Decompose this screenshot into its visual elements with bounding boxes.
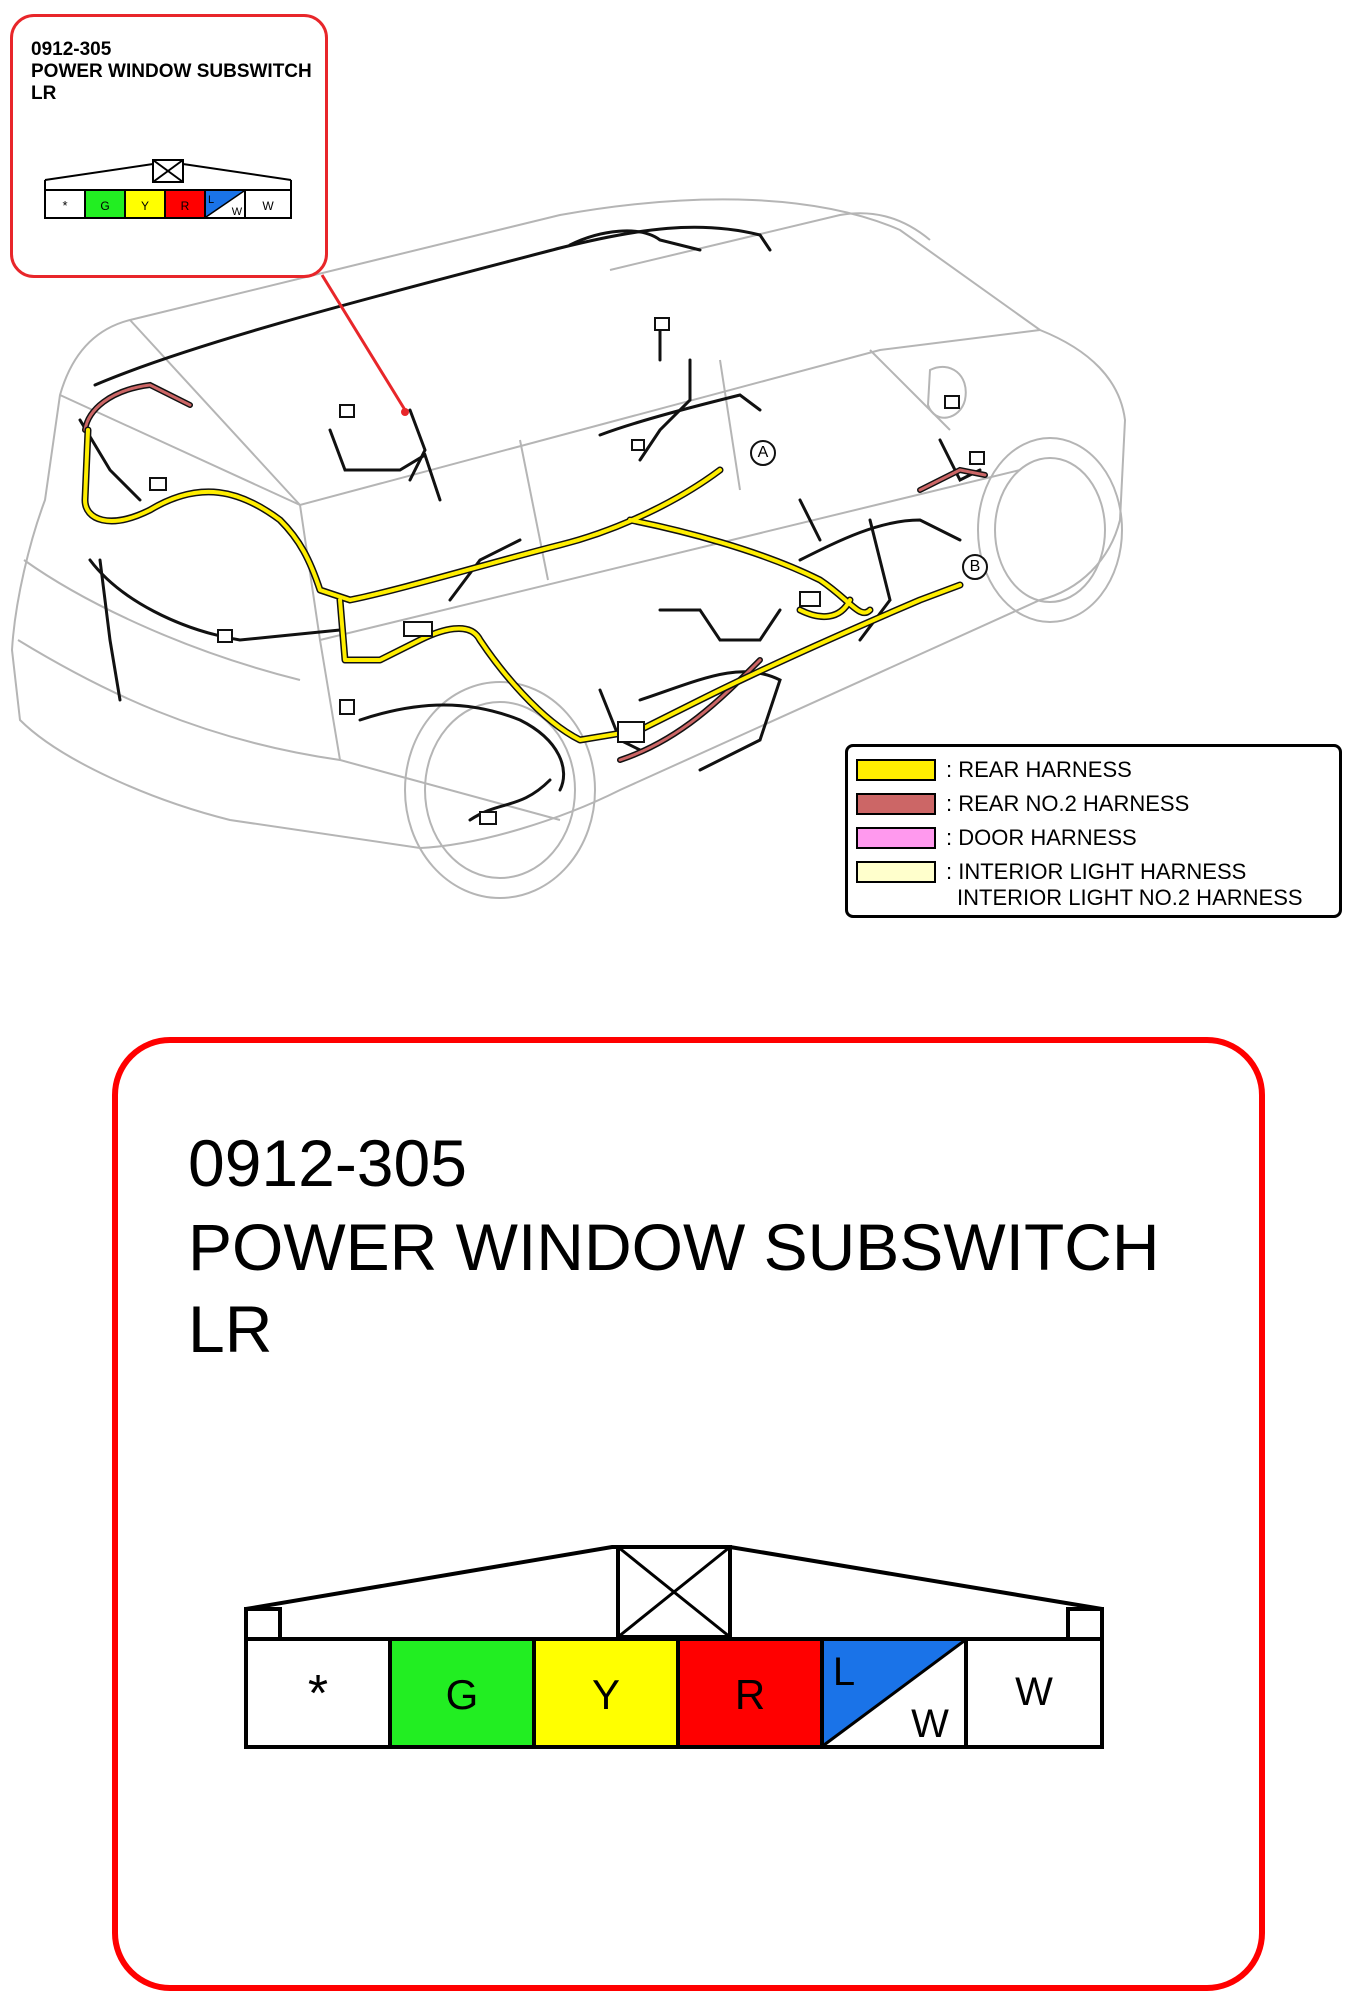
pin6-label: W [1015,1670,1053,1714]
callout-leader-line [320,274,409,416]
legend-swatch-red-brown [856,793,936,815]
pin6-label-small: W [262,199,274,213]
legend-label-line2: INTERIOR LIGHT NO.2 HARNESS [957,885,1303,910]
pin4-label-small: R [181,199,190,213]
legend-label: : DOOR HARNESS [946,825,1137,850]
pin4-label: R [735,1671,765,1718]
legend-label: : INTERIOR LIGHT HARNESS [946,859,1247,884]
legend-swatch-cream [856,861,936,883]
legend-swatch-yellow [856,759,936,781]
pin5-top-label: L [833,1650,855,1694]
connector-position: LR [188,1292,273,1366]
callout-small-name: POWER WINDOW SUBSWITCH [31,61,312,82]
legend-label: : REAR HARNESS [946,757,1132,782]
black-wiring [78,225,982,822]
callout-small-code: 0912-305 [31,39,112,60]
callout-small-position: LR [31,83,57,104]
legend-label: : REAR NO.2 HARNESS [946,791,1190,816]
marker-b: B [962,554,988,580]
connector-callout-large: 0912-305 POWER WINDOW SUBSWITCH LR * G Y… [112,1037,1265,1991]
connector-name: POWER WINDOW SUBSWITCH [188,1210,1160,1284]
legend-swatch-pink [856,827,936,849]
pin5-bottom-label: W [911,1702,949,1746]
vehicle-harness-diagram [10,198,1127,899]
connector-code: 0912-305 [188,1126,467,1200]
pin5-bottom-label-small: W [232,206,243,218]
pin3-label-small: Y [141,199,149,213]
pin1-label-small: * [62,198,67,213]
pin1-label: * [308,1665,328,1723]
connector-face-small: * G Y R L W W [44,159,292,219]
pin2-label: G [446,1671,479,1718]
pin3-label: Y [592,1671,620,1718]
harness-legend: : REAR HARNESS : REAR NO.2 HARNESS : DOO… [845,744,1342,918]
connector-callout-small: 0912-305 POWER WINDOW SUBSWITCH LR * G Y… [10,14,328,278]
pin2-label-small: G [100,199,109,213]
connector-face-large: * G Y R L W W [244,1545,1104,1749]
harness-connectors [149,317,985,825]
marker-a: A [750,440,776,466]
pin5-top-label-small: L [208,194,214,206]
